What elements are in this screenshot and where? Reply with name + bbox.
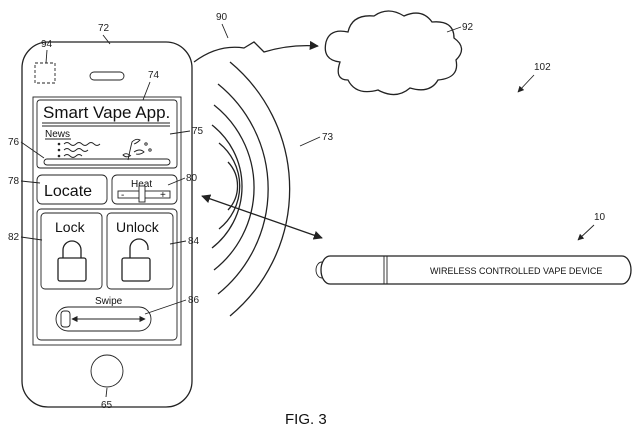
device-label: WIRELESS CONTROLLED VAPE DEVICE xyxy=(430,266,602,276)
bidirectional-link-arrow xyxy=(201,194,323,240)
swipe-track[interactable] xyxy=(55,306,152,332)
lock-button[interactable]: Lock xyxy=(40,212,103,290)
news-progress-bar xyxy=(43,158,171,166)
news-label: News xyxy=(45,129,70,140)
unlock-label: Unlock xyxy=(116,219,160,235)
cloud-icon xyxy=(324,10,463,96)
ref-65: 65 xyxy=(101,400,113,411)
swipe-control[interactable]: Swipe xyxy=(55,296,152,332)
ref-84: 84 xyxy=(188,236,200,247)
ref-10: 10 xyxy=(594,212,606,223)
unlock-button[interactable]: Unlock xyxy=(106,212,174,290)
news-list-icon xyxy=(57,142,101,158)
speaker-slot xyxy=(89,71,125,81)
ref-75: 75 xyxy=(192,126,204,137)
home-button[interactable] xyxy=(90,354,124,388)
ref-102: 102 xyxy=(534,62,551,73)
lock-open-icon xyxy=(121,238,151,282)
ref-94: 94 xyxy=(41,39,53,50)
lightning-link-arrow xyxy=(193,40,319,63)
lock-closed-icon xyxy=(57,240,87,282)
ref-78: 78 xyxy=(8,176,20,187)
phone-body xyxy=(21,41,193,408)
heat-plus: + xyxy=(160,190,166,201)
ref-86: 86 xyxy=(188,295,200,306)
ref-92: 92 xyxy=(462,22,474,33)
heat-label: Heat xyxy=(131,179,152,190)
ref-76: 76 xyxy=(8,137,20,148)
figure-caption: FIG. 3 xyxy=(285,411,327,428)
app-header-panel: Smart Vape App. News xyxy=(36,99,178,169)
ref-80: 80 xyxy=(186,173,198,184)
locate-button[interactable]: Locate xyxy=(36,174,108,205)
wireless-signal-waves xyxy=(211,61,291,317)
control-panel xyxy=(36,208,178,341)
swipe-label: Swipe xyxy=(95,296,123,307)
heat-slider-thumb[interactable] xyxy=(138,185,146,203)
vape-device: WIRELESS CONTROLLED VAPE DEVICE xyxy=(315,255,632,285)
phone-screen xyxy=(32,96,182,346)
ref-73: 73 xyxy=(322,132,334,143)
smartphone xyxy=(21,41,193,408)
ref-72: 72 xyxy=(98,23,110,34)
locate-label: Locate xyxy=(44,183,92,200)
lock-label: Lock xyxy=(55,219,86,235)
ref-74: 74 xyxy=(148,70,160,81)
camera-icon xyxy=(34,62,56,84)
ref-90: 90 xyxy=(216,12,228,23)
reference-numerals: 94 72 74 75 76 78 80 82 84 86 65 90 92 1… xyxy=(8,12,606,411)
heat-control[interactable]: Heat - + xyxy=(111,174,178,205)
vape-plant-icon xyxy=(122,138,152,161)
swipe-handle[interactable] xyxy=(60,310,71,328)
ref-82: 82 xyxy=(8,232,20,243)
heat-minus: - xyxy=(121,190,124,201)
app-title: Smart Vape App. xyxy=(43,103,170,122)
